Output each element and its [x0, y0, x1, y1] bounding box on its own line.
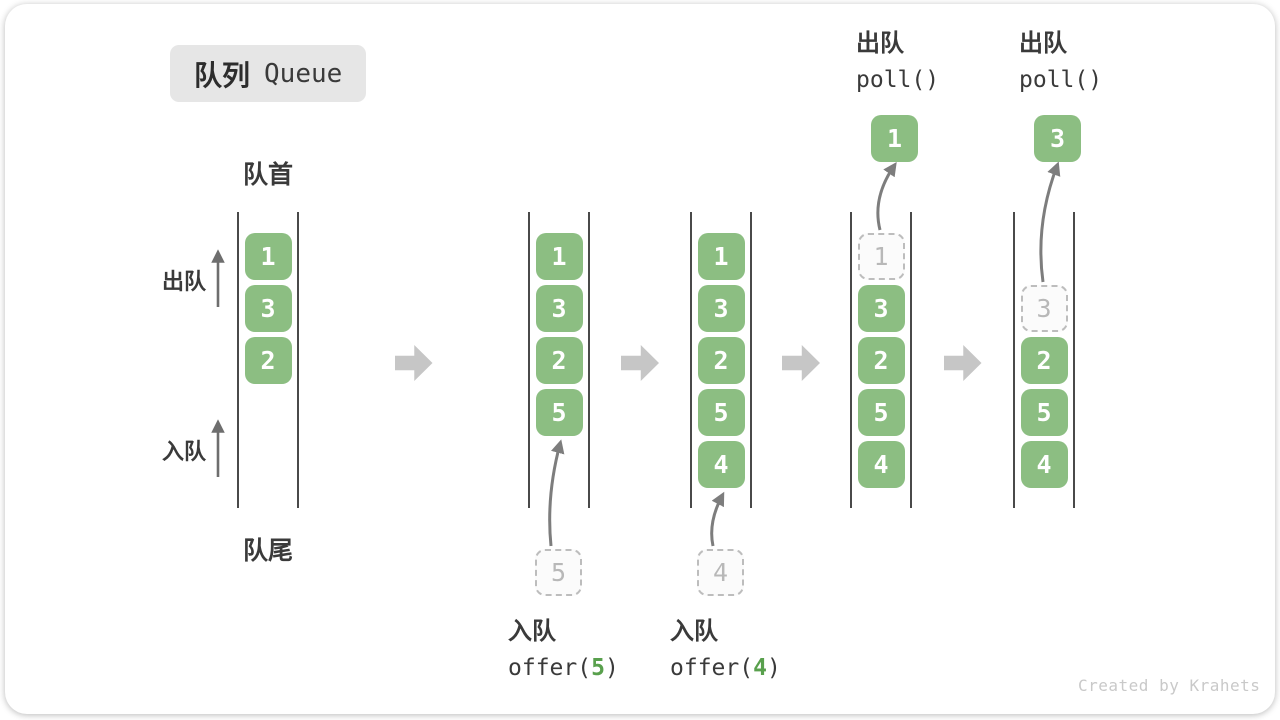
popped-cell: 1 [871, 115, 918, 162]
queue-cell: 1 [244, 233, 292, 280]
offer-op-label-zh: 入队 [508, 618, 556, 645]
queue-cell: 2 [244, 337, 292, 384]
offer-code-post: ) [604, 655, 619, 681]
queue-cell: 1 [535, 233, 583, 280]
offer-code-arg: 4 [753, 655, 767, 681]
queue-cell: 5 [535, 389, 583, 436]
queue-cell: 3 [697, 285, 745, 332]
offer-code-post: ) [766, 655, 781, 681]
queue-channel-4 [850, 212, 912, 508]
title-zh: 队列 [194, 59, 251, 91]
enqueue-side-label: 入队 [162, 439, 207, 464]
poll-op-label: 出队 poll() [1019, 26, 1102, 98]
queue-cell: 3 [244, 285, 292, 332]
queue-channel-2 [528, 212, 590, 508]
poll-op-label: 出队 poll() [856, 26, 939, 98]
poll-op-code: poll() [856, 67, 940, 93]
queue-cell: 5 [697, 389, 745, 436]
dequeue-side-label: 出队 [162, 269, 207, 294]
queue-channel-1 [237, 212, 299, 508]
offer-op-label: 入队 offer(5) [508, 614, 619, 686]
queue-cell: 4 [1020, 441, 1068, 488]
offer-op-code: offer(5) [508, 650, 619, 686]
title-en: Queue [264, 58, 343, 89]
queue-channel-3 [690, 212, 752, 508]
queue-cell: 5 [1020, 389, 1068, 436]
queue-channel-5 [1013, 212, 1075, 508]
queue-cell: 1 [697, 233, 745, 280]
offer-op-label-zh: 入队 [670, 618, 718, 645]
offer-code-arg: 5 [591, 655, 605, 681]
queue-cell: 2 [535, 337, 583, 384]
offer-op-label: 入队 offer(4) [670, 614, 781, 686]
queue-front-label: 队首 [243, 161, 294, 189]
incoming-cell: 4 [697, 549, 744, 596]
offer-code-pre: offer( [670, 655, 754, 681]
queue-rear-label: 队尾 [243, 537, 294, 565]
watermark-text: Created by Krahets [1078, 676, 1261, 695]
popped-cell: 3 [1034, 115, 1081, 162]
poll-op-label-zh: 出队 [1019, 30, 1067, 57]
offer-code-pre: offer( [508, 655, 592, 681]
queue-cell: 4 [857, 441, 905, 488]
dashed-cell: 1 [857, 233, 905, 280]
queue-cell: 3 [857, 285, 905, 332]
dashed-cell: 3 [1020, 285, 1068, 332]
queue-cell: 2 [857, 337, 905, 384]
incoming-cell: 5 [535, 549, 582, 596]
queue-cell: 5 [857, 389, 905, 436]
poll-op-code: poll() [1019, 67, 1103, 93]
queue-cell: 2 [1020, 337, 1068, 384]
queue-cell: 3 [535, 285, 583, 332]
title-badge: 队列 Queue [170, 45, 367, 102]
queue-cell: 4 [697, 441, 745, 488]
offer-op-code: offer(4) [670, 650, 781, 686]
queue-cell: 2 [697, 337, 745, 384]
poll-op-label-zh: 出队 [856, 30, 904, 57]
